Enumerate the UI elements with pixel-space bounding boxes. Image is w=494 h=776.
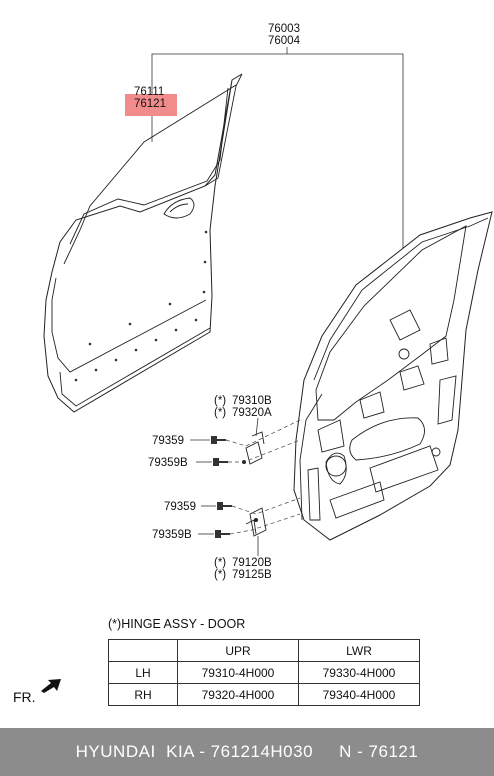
footer-bar: HYUNDAI KIA - 761214H030 N - 76121 [0,728,494,776]
table-row: RH 79320-4H000 79340-4H000 [108,683,420,706]
upper-hinge [242,431,265,465]
highlight-box [125,94,177,116]
lower-hinge-star-1: (*) [214,557,226,569]
upper-dash-1 [225,419,301,447]
upper-hinge-star-2: (*) [214,407,226,419]
legend-title: (*)HINGE ASSY - DOOR [108,617,246,631]
upper-hinge-code-1[interactable]: 79310B [232,395,272,407]
upper-hinge-star-1: (*) [214,395,226,407]
inner-door-panel [293,211,493,541]
table-row: LH 79310-4H000 79330-4H000 [108,661,420,684]
upper-dash-2 [228,439,301,463]
upper-bolt-a-label[interactable]: 79359 [152,435,184,447]
table-header-row: UPR LWR [108,639,420,662]
assembly-code-2[interactable]: 76004 [268,35,301,47]
table-header-cell: UPR [177,639,299,662]
upper-hinge-code-2[interactable]: 79320A [232,407,272,419]
lower-hinge [245,507,267,537]
panel-code-1[interactable]: 76111 [134,86,164,98]
lower-hinge-code-2[interactable]: 79125B [232,569,272,581]
upper-bolt-b [213,458,228,466]
front-direction-label: FR. [13,689,36,705]
lower-bolt-a [217,502,232,510]
table-cell-side: LH [108,661,178,684]
panel-code-2[interactable]: 76121 [134,98,166,110]
assembly-code-1[interactable]: 76003 [268,23,300,35]
lower-bolt-b-label[interactable]: 79359B [152,529,192,541]
upper-bolt-a [211,436,226,444]
lower-bolt-b [215,530,230,538]
table-cell-part[interactable]: 79330-4H000 [298,661,420,684]
lower-hinge-star-2: (*) [214,569,226,581]
table-cell-part[interactable]: 79340-4H000 [298,683,420,706]
table-cell-part[interactable]: 79310-4H000 [177,661,299,684]
table-cell-side: RH [108,683,178,706]
hinge-table: UPR LWR LH 79310-4H000 79330-4H000 RH 79… [108,639,420,706]
upper-bolt-b-label[interactable]: 79359B [148,457,188,469]
front-arrow-icon [41,679,61,693]
upper-hinge-leader [255,417,259,437]
table-header-cell [108,639,178,662]
table-cell-part[interactable]: 79320-4H000 [177,683,299,706]
door-parts-diagram: 76003 76004 76111 76121 [43,23,493,581]
lower-dash-1 [231,497,301,515]
table-header-cell: LWR [298,639,420,662]
outer-door-panel [43,73,243,413]
lower-dash-2 [229,513,301,535]
lower-hinge-code-1[interactable]: 79120B [232,557,272,569]
lower-bolt-a-label[interactable]: 79359 [164,501,196,513]
